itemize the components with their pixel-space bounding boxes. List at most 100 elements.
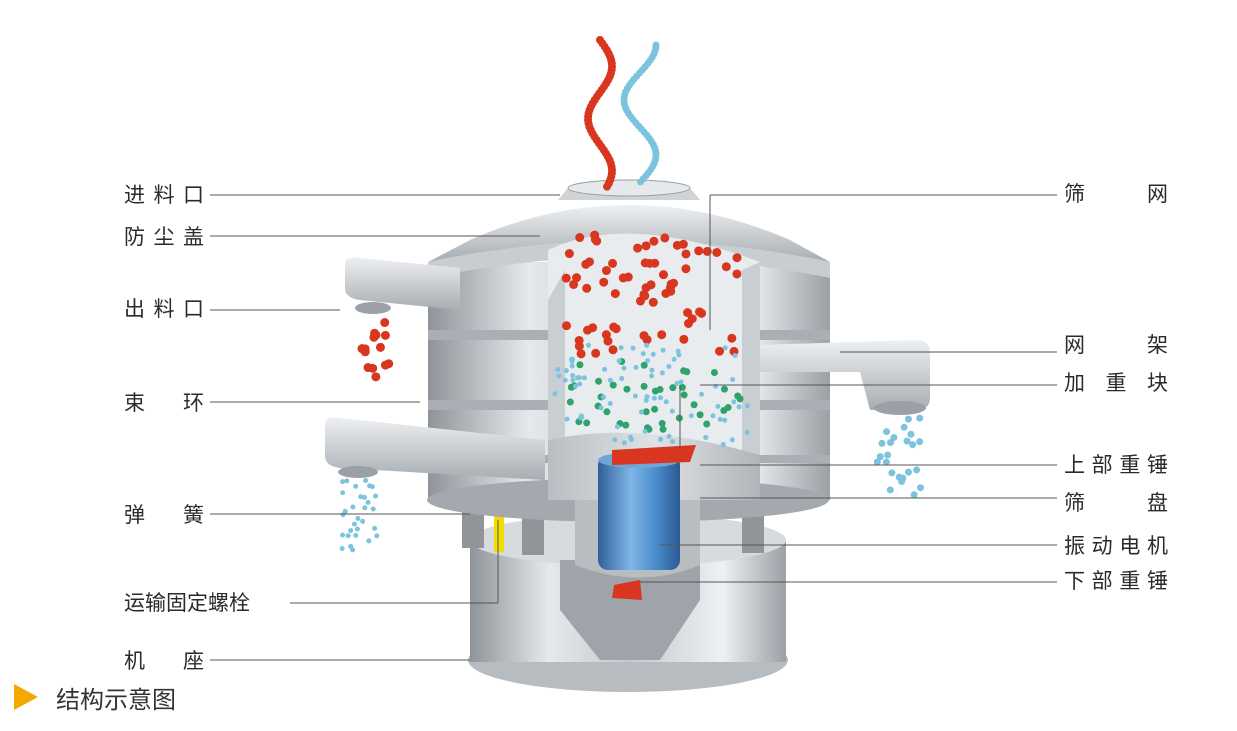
label-weight-block: 加 重 块 [1064,371,1168,395]
particle [630,345,636,351]
particle [694,246,704,256]
particle [674,380,680,386]
particle [601,330,611,340]
particle [578,413,584,419]
particle [720,441,726,447]
particle [679,334,689,344]
label-upper-hammer: 上部重锤 [1064,453,1168,477]
particle [628,434,634,440]
particle [599,277,609,287]
particle [734,392,742,400]
particle [622,421,630,429]
particle [651,405,659,413]
label-lower-hammer: 下部重锤 [1064,569,1168,593]
particle [640,382,648,390]
particle [645,258,655,268]
particle [907,430,915,438]
particle [609,322,619,332]
particle [731,399,737,405]
particle [666,364,672,370]
particle [612,437,618,443]
particle [909,441,917,449]
particle [623,385,631,393]
particle [614,424,620,430]
particle [644,394,650,400]
particle [721,262,731,272]
particle [577,381,583,387]
particle [616,358,622,364]
particle [608,345,618,355]
particle [570,377,576,383]
label-screen-tray: 筛 盘 [1064,491,1168,515]
particle [659,425,667,433]
particle [340,532,346,538]
particle [348,528,354,534]
particle [555,367,561,373]
lower-hammer-part [612,580,642,600]
particle [350,504,356,510]
label-spring: 弹 簧 [124,503,204,527]
particle [358,494,364,500]
particle [876,453,884,461]
particle [736,404,742,410]
particle [351,521,357,527]
particle [660,233,670,243]
particle [603,408,611,416]
label-feed-inlet: 进料口 [124,183,204,207]
particle [649,373,655,379]
particle [732,269,742,279]
particle [618,273,628,283]
particle [904,415,912,423]
particle [340,479,346,485]
particle [361,494,367,500]
particle [590,230,600,240]
particle [658,436,664,442]
particle [561,273,571,283]
particle [582,283,592,293]
particle [568,356,574,362]
particle [556,373,562,379]
particle [672,240,682,250]
particle [380,360,390,370]
particle [591,348,601,358]
label-outlet: 出料口 [124,297,204,321]
particle [641,241,651,251]
particle [607,401,613,407]
label-clamp-ring: 束 环 [124,391,204,415]
particle [572,273,582,283]
particle [651,395,657,401]
particle [342,508,348,514]
particle [916,438,924,446]
particle [898,478,906,486]
particle [882,458,890,466]
particle [883,428,891,436]
particle [722,417,728,423]
particle [639,289,649,299]
particle [608,258,618,268]
particle [564,416,570,422]
particle [375,342,385,352]
particle [575,375,581,381]
particle [365,499,371,505]
upper-hammer-part [612,445,696,465]
particle [601,266,611,276]
caption: 结构示意图 [14,682,176,714]
label-transport-bolt: 运输固定螺栓 [124,591,250,615]
leader-lines [210,194,1057,661]
particle [690,401,698,409]
particle [371,372,381,382]
particle [683,308,693,318]
particle [372,493,378,499]
label-dust-cover: 防尘盖 [124,225,204,249]
particle [353,483,359,489]
particle [675,348,681,354]
particle [601,394,607,400]
particle [887,439,895,447]
particle [369,332,379,342]
particle [584,257,594,267]
particle [642,335,652,345]
particle [675,414,683,422]
particle [644,342,650,348]
particle [732,352,738,358]
